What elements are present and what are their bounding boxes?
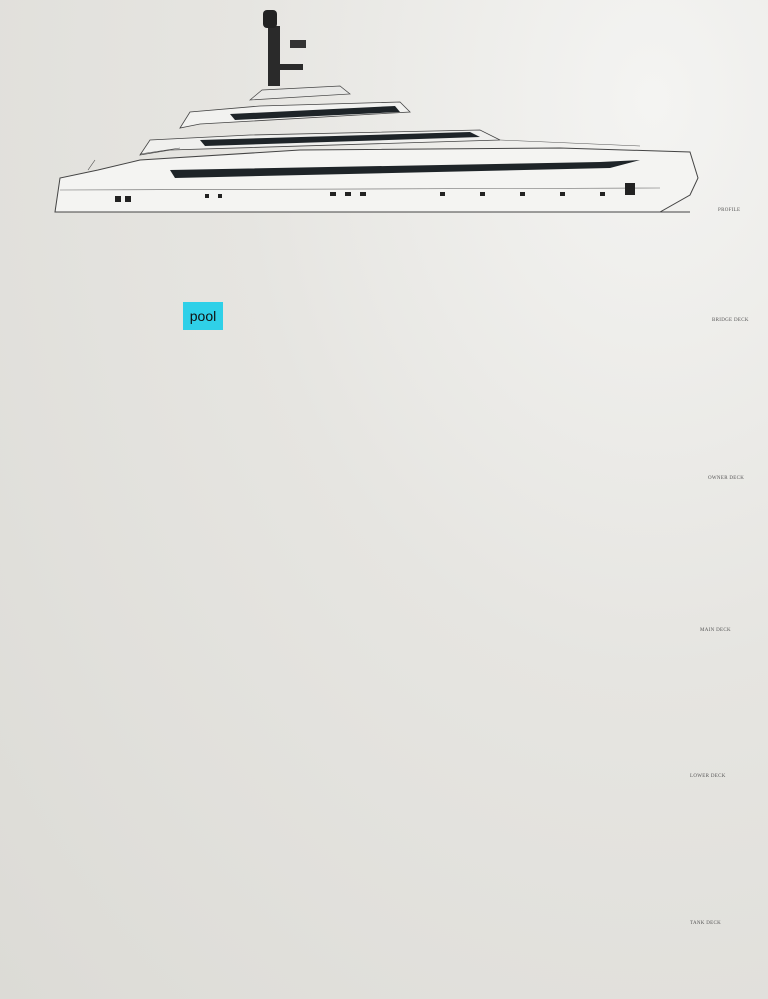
owner-deck-label: OWNER DECK bbox=[708, 476, 745, 481]
profile-view bbox=[54, 10, 699, 213]
pool-annotation: pool bbox=[183, 302, 223, 330]
main-deck-label: MAIN DECK bbox=[700, 628, 731, 633]
bridge-deck-label: BRIDGE DECK bbox=[712, 318, 749, 323]
lower-deck-label: LOWER DECK bbox=[690, 774, 726, 779]
tank-deck-label: TANK DECK bbox=[690, 921, 722, 926]
profile-label: PROFILE bbox=[718, 208, 741, 213]
